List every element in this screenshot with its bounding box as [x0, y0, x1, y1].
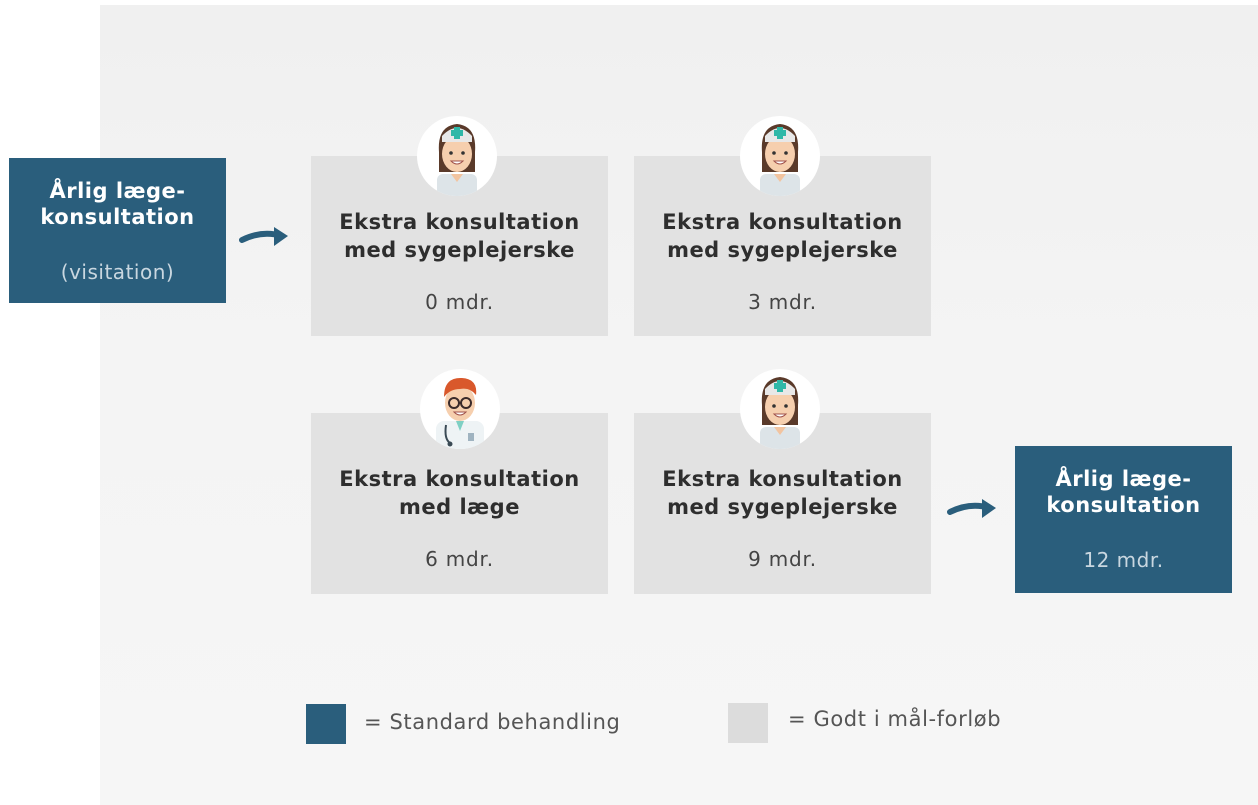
background-paper	[100, 5, 1258, 805]
card-time: 0 mdr.	[425, 290, 494, 314]
end-box-annual-consultation: Årlig læge- konsultation 12 mdr.	[1015, 446, 1232, 593]
card-time: 9 mdr.	[748, 547, 817, 571]
end-box-title: Årlig læge- konsultation	[1046, 467, 1201, 517]
arrow-right-icon	[239, 227, 288, 246]
card-title: Ekstra konsultation med sygeplejerske	[662, 210, 903, 262]
start-box-title: Årlig læge- konsultation	[40, 179, 195, 229]
start-box-annual-consultation: Årlig læge- konsultation (visitation)	[9, 158, 226, 303]
legend-swatch-standard	[306, 704, 346, 744]
doctor-icon	[420, 369, 500, 449]
card-title: Ekstra konsultation med sygeplejerske	[662, 467, 903, 519]
card-title: Ekstra konsultation med sygeplejerske	[339, 210, 580, 262]
legend-label-program: = Godt i mål-forløb	[788, 707, 1002, 731]
legend-label-standard: = Standard behandling	[364, 710, 621, 734]
nurse-icon	[740, 369, 820, 449]
nurse-icon	[417, 116, 497, 196]
card-title: Ekstra konsultation med læge	[339, 467, 580, 519]
card-time: 3 mdr.	[748, 290, 817, 314]
nurse-icon	[740, 116, 820, 196]
legend-swatch-program	[728, 703, 768, 743]
card-time: 6 mdr.	[425, 547, 494, 571]
card-nurse-consultation-9: Ekstra konsultation med sygeplejerske 9 …	[634, 413, 931, 594]
start-box-subtitle: (visitation)	[60, 260, 175, 284]
card-nurse-consultation-3: Ekstra konsultation med sygeplejerske 3 …	[634, 156, 931, 336]
arrow-right-icon	[947, 499, 996, 518]
end-box-time: 12 mdr.	[1083, 548, 1164, 572]
